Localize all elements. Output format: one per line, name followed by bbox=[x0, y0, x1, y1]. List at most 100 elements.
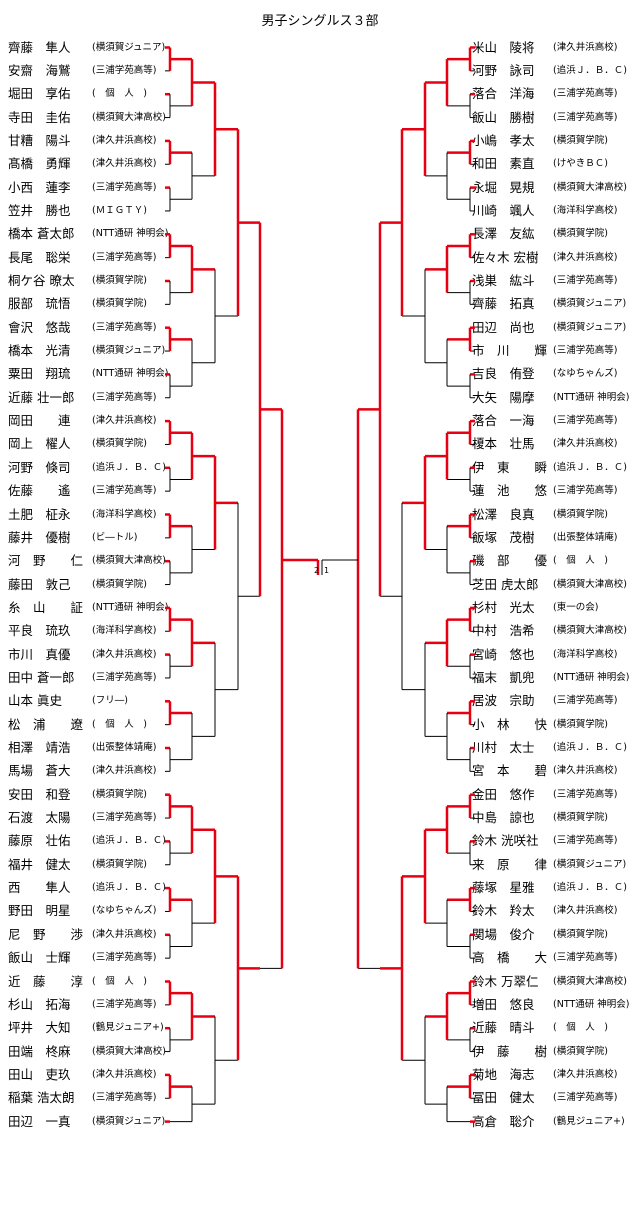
player-name: 永堀 晃規 bbox=[472, 179, 535, 195]
player-name: 高倉 聡介 bbox=[472, 1113, 535, 1129]
player-affiliation: (追浜Ｊ．Ｂ．Ｃ) bbox=[92, 461, 166, 473]
player-name: 小西 蓮李 bbox=[8, 179, 71, 195]
player-name: 中村 浩希 bbox=[472, 623, 535, 639]
player-name: 粟田 翔琉 bbox=[8, 366, 71, 382]
player-affiliation: ( 個 人 ) bbox=[92, 718, 147, 730]
player-affiliation: (三浦学苑高等) bbox=[553, 485, 618, 497]
player-affiliation: (横須賀ジュニア) bbox=[553, 858, 627, 870]
player-name: 西 隼人 bbox=[8, 880, 71, 896]
player-affiliation: (横須賀学院) bbox=[553, 928, 608, 940]
player-affiliation: (横須賀大津高校) bbox=[553, 578, 627, 590]
player-name: 芝田 虎太郎 bbox=[472, 576, 539, 592]
player-affiliation: (追浜Ｊ．Ｂ．Ｃ) bbox=[92, 835, 166, 847]
player-name: 寺田 圭佑 bbox=[8, 109, 71, 125]
player-name: 安齋 海鷲 bbox=[8, 62, 71, 78]
player-affiliation: (横須賀学院) bbox=[92, 858, 147, 870]
player-affiliation: (津久井浜高校) bbox=[92, 1068, 157, 1080]
player-affiliation: (NTT通研 神明会) bbox=[553, 998, 630, 1010]
player-name: 河 野 仁 bbox=[8, 553, 84, 569]
player-name: 市 川 輝 bbox=[472, 343, 548, 359]
player-affiliation: (三浦学苑高等) bbox=[553, 88, 618, 100]
player-affiliation: (津久井浜高校) bbox=[92, 765, 157, 777]
player-affiliation: (津久井浜高校) bbox=[92, 415, 157, 427]
player-name: 蓮 池 悠 bbox=[472, 483, 548, 499]
player-affiliation: (三浦学苑高等) bbox=[92, 64, 157, 76]
player-affiliation: (三浦学苑高等) bbox=[553, 345, 618, 357]
player-affiliation: (三浦学苑高等) bbox=[553, 111, 618, 123]
player-name: 吉良 侑登 bbox=[472, 366, 535, 382]
player-affiliation: (三浦学苑高等) bbox=[92, 812, 157, 824]
player-name: 田山 吏玖 bbox=[8, 1066, 71, 1082]
player-affiliation: (津久井浜高校) bbox=[553, 41, 618, 53]
player-name: 杉山 拓海 bbox=[8, 996, 71, 1012]
player-name: 市川 真優 bbox=[8, 646, 71, 662]
player-affiliation: (三浦学苑高等) bbox=[92, 485, 157, 497]
player-name: 大矢 陽摩 bbox=[472, 389, 535, 405]
player-name: 橋本 光清 bbox=[8, 343, 71, 359]
player-name: 藤田 敦己 bbox=[8, 576, 71, 592]
player-name: 小 林 快 bbox=[472, 716, 548, 732]
player-affiliation: (三浦学苑高等) bbox=[92, 1092, 157, 1104]
player-name: 飯山 士輝 bbox=[8, 950, 71, 966]
final-score-left: 2 bbox=[314, 566, 320, 575]
player-name: 會沢 悠哉 bbox=[8, 319, 71, 335]
player-affiliation: (鶴見ジュニア+) bbox=[92, 1022, 164, 1034]
player-affiliation: (海洋科学高校) bbox=[92, 508, 157, 520]
player-name: 近藤 晴斗 bbox=[472, 1020, 535, 1036]
player-name: 宮 本 碧 bbox=[472, 763, 548, 779]
player-name: 長澤 友紘 bbox=[472, 226, 535, 242]
player-name: 飯塚 茂樹 bbox=[472, 529, 535, 545]
player-name: 宮崎 悠也 bbox=[472, 646, 535, 662]
player-name: 福井 健太 bbox=[8, 856, 71, 872]
player-affiliation: (三浦学苑高等) bbox=[553, 788, 618, 800]
player-name: 伊 東 瞬 bbox=[472, 459, 548, 475]
player-name: 甘糟 陽斗 bbox=[8, 132, 71, 148]
player-affiliation: (なゆちゃんズ) bbox=[92, 905, 157, 917]
player-name: 藤井 優樹 bbox=[8, 529, 71, 545]
player-name: 小嶋 孝太 bbox=[472, 132, 535, 148]
player-affiliation: (横須賀学院) bbox=[92, 438, 147, 450]
player-affiliation: (横須賀学院) bbox=[553, 718, 608, 730]
player-affiliation: (横須賀学院) bbox=[553, 508, 608, 520]
player-name: 佐々木 宏樹 bbox=[472, 249, 539, 265]
player-name: 河野 詠司 bbox=[472, 62, 535, 78]
player-name: 山本 眞史 bbox=[8, 693, 62, 709]
player-name: 金田 悠作 bbox=[472, 786, 535, 802]
player-affiliation: (三浦学苑高等) bbox=[92, 671, 157, 683]
player-name: 岡上 櫂人 bbox=[8, 436, 71, 452]
player-affiliation: (横須賀ジュニア) bbox=[553, 321, 627, 333]
player-affiliation: (横須賀学院) bbox=[92, 788, 147, 800]
player-name: 冨田 健太 bbox=[472, 1090, 535, 1106]
player-affiliation: (三浦学苑高等) bbox=[92, 998, 157, 1010]
player-name: 関場 俊介 bbox=[472, 926, 535, 942]
page-title: 男子シングルス３部 bbox=[261, 14, 379, 29]
player-affiliation: (三浦学苑高等) bbox=[92, 952, 157, 964]
player-name: 松澤 良真 bbox=[472, 506, 535, 522]
player-affiliation: (津久井浜高校) bbox=[92, 134, 157, 146]
player-name: 河野 倏司 bbox=[8, 459, 71, 475]
player-affiliation: (三浦学苑高等) bbox=[553, 835, 618, 847]
player-name: 中島 諒也 bbox=[472, 810, 535, 826]
player-name: 齊藤 隼人 bbox=[8, 39, 71, 55]
player-affiliation: (鶴見ジュニア+) bbox=[553, 1115, 625, 1127]
player-name: 田端 柊麻 bbox=[8, 1043, 71, 1059]
player-name: 和田 素直 bbox=[472, 156, 535, 172]
player-name: 岡田 連 bbox=[8, 413, 71, 429]
player-affiliation: (横須賀大津高校) bbox=[553, 975, 627, 987]
player-name: 髙橋 勇輝 bbox=[8, 156, 71, 172]
player-affiliation: ( 個 人 ) bbox=[553, 1022, 608, 1034]
player-name: 平良 琉玖 bbox=[8, 623, 71, 639]
player-affiliation: (出張整体靖庵) bbox=[553, 531, 618, 543]
player-affiliation: (NTT通研 神明会) bbox=[92, 601, 169, 613]
player-name: 飯山 勝樹 bbox=[472, 109, 535, 125]
player-affiliation: (NTT通研 神明会) bbox=[92, 368, 169, 380]
player-name: 安田 和登 bbox=[8, 786, 71, 802]
player-name: 坪井 大知 bbox=[8, 1020, 71, 1036]
player-affiliation: (横須賀学院) bbox=[553, 228, 608, 240]
player-name: 堀田 享佑 bbox=[8, 86, 71, 102]
player-name: 杉村 光太 bbox=[472, 599, 535, 615]
player-name: 桐ケ谷 暸太 bbox=[8, 273, 75, 288]
player-affiliation: (津久井浜高校) bbox=[92, 158, 157, 170]
player-affiliation: (津久井浜高校) bbox=[553, 438, 618, 450]
